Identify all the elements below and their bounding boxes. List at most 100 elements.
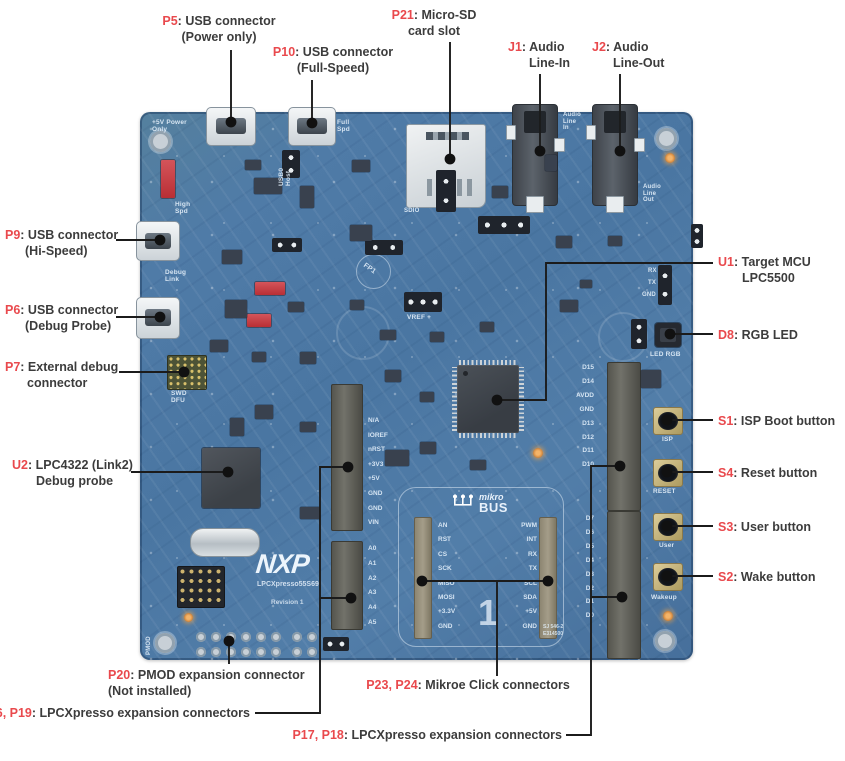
callout-ref: S3 [718, 520, 734, 534]
pmod-hole [226, 647, 236, 657]
callout-p6-usb-debug: P6: USB connector(Debug Probe) [5, 303, 118, 335]
callout-line2: card slot [407, 23, 461, 38]
mikrobus-outline [398, 487, 564, 647]
pin-label-d10: D10 [582, 461, 594, 469]
isp-boot-button-s1 [653, 407, 683, 435]
callout-ref: P9 [5, 228, 21, 242]
mikrobus-slot-number: 1 [478, 592, 499, 633]
callout-p5-usb-power: P5: USB connector(Power only) [162, 14, 275, 46]
status-led [663, 611, 673, 621]
callout-line2: LPC5500 [742, 270, 795, 285]
pmod-hole [241, 647, 251, 657]
board-revision-silkscreen: Revision 1 [271, 599, 304, 606]
silkscreen-pmod: PMOD [146, 636, 152, 655]
reset-button-s4 [653, 459, 683, 487]
pin-label-d3: D3 [585, 570, 594, 578]
jumper [272, 238, 302, 252]
status-led [184, 613, 193, 622]
callout-line1: S2: Wake button [718, 570, 816, 584]
callout-ref: U1 [718, 255, 734, 269]
smd-component [608, 236, 622, 246]
silkscreen-tx: TX [648, 280, 657, 286]
usb-connector-p9 [136, 221, 180, 261]
smd-component [300, 186, 314, 208]
smd-component [641, 370, 661, 388]
jumper [365, 240, 403, 255]
mounting-hole [655, 631, 675, 651]
pin-label-gnd: GND [368, 504, 383, 512]
pin-label-d5: D5 [585, 542, 594, 550]
serial-silkscreen: SJ 546-2 E314500 [543, 624, 563, 637]
pin-label-avdd: AVDD [576, 391, 594, 399]
smd-component [300, 507, 320, 519]
pin-label-mosi: MOSI [438, 594, 455, 601]
callout-line1: D8: RGB LED [718, 328, 798, 342]
smd-component [385, 370, 401, 382]
jack-pin [586, 125, 596, 140]
mcu-body [457, 365, 519, 433]
callout-line1: J1: Audio [508, 40, 565, 54]
callout-line1: S3: User button [718, 520, 812, 534]
pmod-hole [307, 632, 317, 642]
silkscreen-high-spd: High Spd [175, 201, 191, 216]
external-debug-connector-p7 [167, 355, 207, 390]
mcu-pins [519, 367, 524, 431]
jumper [323, 637, 349, 651]
jumper [691, 224, 703, 248]
smd-component [300, 422, 316, 432]
red-component [161, 160, 175, 198]
callout-line1: P17, P18: LPCXpresso expansion connector… [292, 728, 562, 742]
callout-line1: P7: External debug [5, 360, 119, 374]
callout-ref: S1 [718, 414, 734, 428]
callout-ref: P10 [272, 45, 296, 59]
mikroe-click-connector-p23 [414, 517, 432, 639]
callout-ref: D8 [718, 328, 734, 342]
smd-component [225, 300, 247, 318]
pmod-hole [196, 647, 206, 657]
callout-p16-p19-expansion: P16, P19: LPCXpresso expansion connector… [0, 706, 250, 722]
expansion-header-p16 [331, 384, 363, 531]
silkscreen-user: User [659, 542, 675, 549]
jumper [631, 319, 647, 349]
callout-ref: P7 [5, 360, 21, 374]
pin-label-gnd: GND [522, 622, 537, 630]
status-led [665, 153, 675, 163]
callout-line2: (Full-Speed) [296, 60, 370, 75]
expansion-header-p17 [607, 362, 641, 511]
vref-jumper [404, 292, 442, 312]
pin-label-5v: +5V [368, 475, 380, 483]
debug-probe-chip-u2 [202, 448, 260, 508]
pin-label-5v: +5V [525, 608, 537, 616]
pin-label-d1: D1 [585, 598, 594, 606]
pin-label-d6: D6 [585, 528, 594, 536]
rgb-led-d8 [655, 323, 681, 347]
silkscreen-debug-link: Debug Link [165, 269, 187, 284]
pin-label-d14: D14 [582, 377, 594, 385]
pin-label-pwm: PWM [521, 522, 537, 529]
red-component [255, 282, 285, 295]
callout-p10-usb-fullspeed: P10: USB connector(Full-Speed) [273, 45, 393, 77]
smd-component [222, 250, 242, 264]
pmod-hole [226, 632, 236, 642]
callout-p20-pmod: P20: PMOD expansion connector(Not instal… [108, 668, 305, 700]
callout-line2: (Power only) [181, 29, 257, 44]
pin-label-scl: SCL [524, 579, 537, 587]
jack-pin [634, 138, 645, 152]
smd-component [255, 405, 273, 419]
jumper [436, 170, 456, 212]
pmod-hole [271, 632, 281, 642]
callout-ref: J1 [508, 40, 522, 54]
pin-label-d13: D13 [582, 419, 594, 427]
status-led [533, 448, 543, 458]
callout-line2: Line-In [529, 55, 570, 70]
silkscreen-sdio: SDIO [404, 208, 420, 214]
pmod-hole [307, 647, 317, 657]
callout-line1: U1: Target MCU [718, 255, 811, 269]
silkscreen-plus5v-power-only: +5V Power Only [152, 119, 187, 134]
callout-line1: P10: USB connector [272, 45, 394, 59]
pin-label-a0: A0 [368, 545, 377, 552]
smd-component [420, 442, 436, 454]
jumper [658, 265, 672, 305]
